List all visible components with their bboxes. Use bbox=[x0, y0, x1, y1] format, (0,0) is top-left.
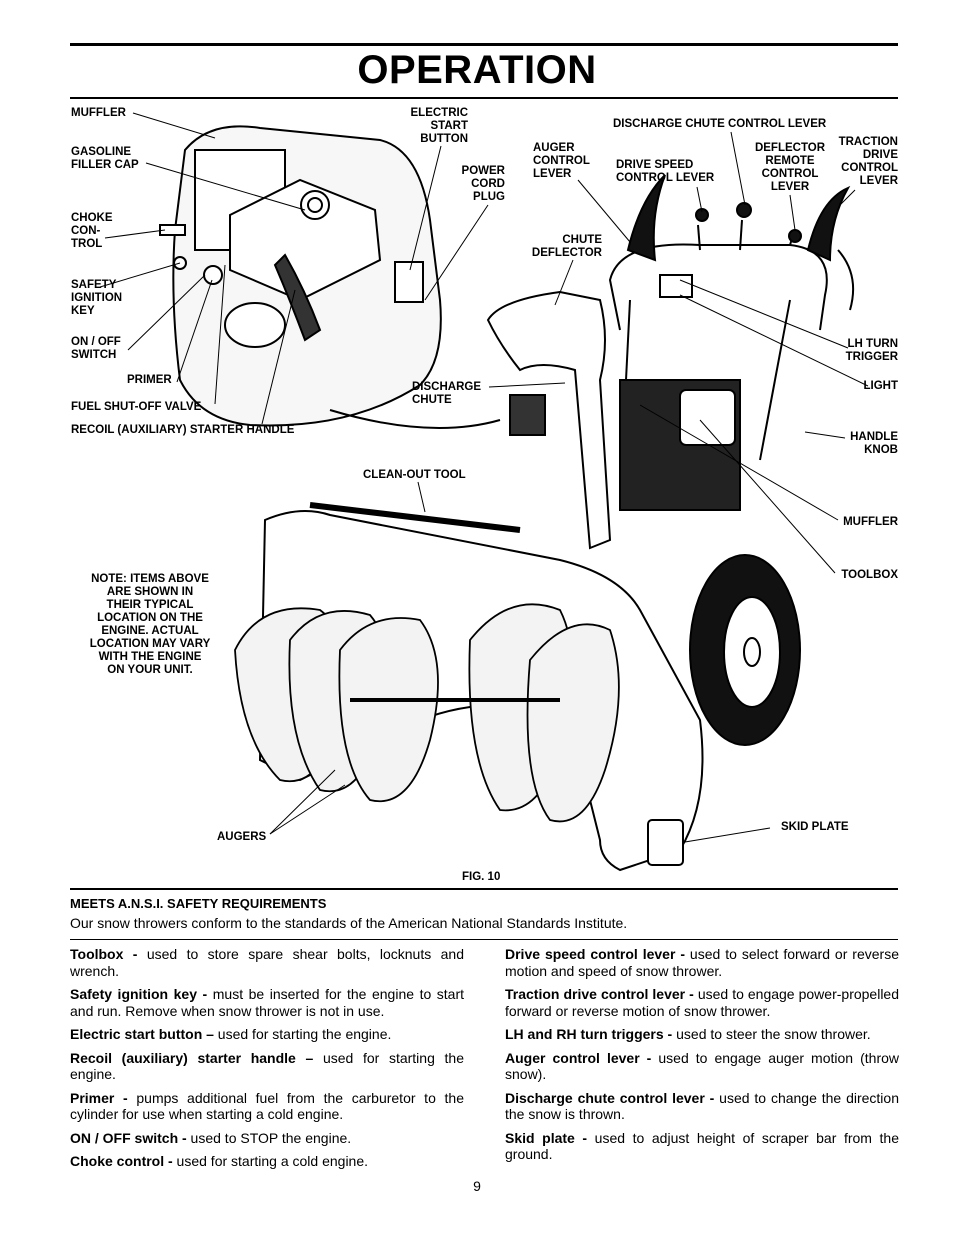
rh-handle-grip bbox=[806, 185, 851, 262]
definition-desc: used for starting the engine. bbox=[213, 1026, 392, 1042]
label-electric-start-button: ELECTRIC START BUTTON bbox=[410, 107, 469, 145]
augers-shape bbox=[234, 603, 620, 823]
definition-desc: used to store spare shear bolts, locknut… bbox=[70, 946, 464, 979]
clean-out-tool-shape bbox=[309, 502, 521, 533]
title-underline bbox=[70, 97, 898, 99]
definition-term: LH and RH turn triggers - bbox=[505, 1026, 673, 1042]
definition-desc: used to engage auger motion (throw snow)… bbox=[505, 1049, 899, 1083]
definition-desc: used to adjust height of scraper bar fro… bbox=[505, 1129, 899, 1163]
left-definitions-column: Toolbox - used to store spare shear bolt… bbox=[70, 946, 464, 1177]
definition-item: Electric start button – used for startin… bbox=[70, 1026, 464, 1043]
label-muffler-right: MUFFLER bbox=[843, 516, 898, 528]
skid-plate-shape bbox=[647, 819, 684, 866]
label-recoil-starter-handle: RECOIL (AUXILIARY) STARTER HANDLE bbox=[71, 424, 295, 436]
definition-term: Traction drive control lever - bbox=[505, 986, 694, 1002]
label-augers: AUGERS bbox=[217, 831, 267, 843]
lh-handle-grip bbox=[626, 174, 666, 262]
definition-desc: pumps additional fuel from the carbureto… bbox=[70, 1089, 464, 1123]
figure-note: NOTE: ITEMS ABOVE ARE SHOWN IN THEIR TYP… bbox=[89, 573, 211, 676]
definition-term: Discharge chute control lever - bbox=[505, 1089, 715, 1106]
definition-desc: used for starting the engine. bbox=[70, 1049, 464, 1083]
discharge-chute-shape bbox=[486, 290, 612, 550]
definition-desc: used to STOP the engine. bbox=[186, 1129, 352, 1146]
label-power-cord-plug: POWER CORD PLUG bbox=[461, 165, 505, 203]
callout-tail bbox=[329, 409, 501, 429]
label-choke-control: CHOKE CON- TROL bbox=[71, 212, 113, 250]
label-deflector-remote-control-lever: DEFLECTOR REMOTE CONTROL LEVER bbox=[754, 142, 826, 193]
definition-item: Toolbox - used to store spare shear bolt… bbox=[70, 946, 464, 979]
definition-term: Choke control - bbox=[70, 1153, 173, 1169]
definition-term: ON / OFF switch - bbox=[70, 1129, 187, 1146]
label-discharge-chute: DISCHARGE CHUTE bbox=[412, 381, 482, 406]
definition-item: Recoil (auxiliary) starter handle – used… bbox=[70, 1050, 464, 1083]
definition-item: LH and RH turn triggers - used to steer … bbox=[505, 1026, 899, 1043]
definition-desc: used for starting a cold engine. bbox=[172, 1153, 369, 1169]
right-definitions-column: Drive speed control lever - used to sele… bbox=[505, 946, 899, 1170]
figure-caption: FIG. 10 bbox=[462, 871, 501, 883]
label-safety-ignition-key: SAFETY IGNITION KEY bbox=[71, 279, 123, 317]
label-toolbox: TOOLBOX bbox=[841, 569, 898, 581]
page-number: 9 bbox=[473, 1178, 481, 1194]
definition-item: Drive speed control lever - used to sele… bbox=[505, 946, 899, 979]
definition-item: Safety ignition key - must be inserted f… bbox=[70, 986, 464, 1019]
definition-term: Auger control lever - bbox=[505, 1049, 652, 1066]
label-light: LIGHT bbox=[863, 380, 899, 392]
definition-term: Safety ignition key - bbox=[70, 986, 208, 1002]
definition-item: Primer - pumps additional fuel from the … bbox=[70, 1090, 464, 1123]
figure-bottom-rule bbox=[70, 888, 898, 890]
label-chute-deflector: CHUTE DEFLECTOR bbox=[531, 234, 602, 259]
label-gasoline-filler-cap: GASOLINE FILLER CAP bbox=[71, 146, 139, 171]
definition-term: Toolbox - bbox=[70, 946, 138, 962]
definition-desc: used to select forward or reverse motion… bbox=[505, 946, 899, 979]
label-muffler-top: MUFFLER bbox=[71, 107, 126, 119]
label-primer: PRIMER bbox=[127, 374, 172, 386]
definition-term: Drive speed control lever - bbox=[505, 946, 685, 962]
definition-desc: must be inserted for the engine to start… bbox=[70, 986, 465, 1019]
label-fuel-shutoff-valve: FUEL SHUT-OFF VALVE bbox=[71, 401, 202, 413]
definition-item: Traction drive control lever - used to e… bbox=[505, 986, 899, 1019]
definition-item: ON / OFF switch - used to STOP the engin… bbox=[70, 1130, 464, 1147]
leader-lines bbox=[99, 112, 869, 843]
label-skid-plate: SKID PLATE bbox=[781, 821, 849, 833]
label-traction-drive-control-lever: TRACTION DRIVE CONTROL LEVER bbox=[838, 136, 898, 187]
definition-term: Primer - bbox=[70, 1089, 128, 1106]
engine-icon bbox=[159, 149, 424, 348]
definition-term: Electric start button – bbox=[70, 1026, 214, 1042]
wheel-shape bbox=[689, 554, 801, 746]
label-lh-turn-trigger: LH TURN TRIGGER bbox=[845, 338, 898, 363]
definition-item: Discharge chute control lever - used to … bbox=[505, 1090, 899, 1123]
label-auger-control-lever: AUGER CONTROL LEVER bbox=[533, 142, 590, 180]
definition-term: Recoil (auxiliary) starter handle – bbox=[70, 1049, 314, 1066]
label-drive-speed-control-lever: DRIVE SPEED CONTROL LEVER bbox=[616, 159, 715, 184]
label-on-off-switch: ON / OFF SWITCH bbox=[71, 336, 121, 361]
label-clean-out-tool: CLEAN-OUT TOOL bbox=[363, 469, 466, 481]
ansi-bottom-rule bbox=[70, 939, 898, 940]
machine-engine bbox=[509, 379, 741, 511]
ansi-text: Our snow throwers conform to the standar… bbox=[70, 915, 628, 931]
definition-desc: used to engage power-propelled forward o… bbox=[505, 986, 900, 1019]
definition-term: Skid plate - bbox=[505, 1129, 588, 1146]
ansi-heading: MEETS A.N.S.I. SAFETY REQUIREMENTS bbox=[70, 896, 327, 911]
definition-item: Skid plate - used to adjust height of sc… bbox=[505, 1130, 899, 1163]
label-handle-knob: HANDLE KNOB bbox=[850, 431, 898, 456]
definition-desc: used to change the direction the snow is… bbox=[505, 1089, 899, 1123]
label-discharge-chute-control-lever: DISCHARGE CHUTE CONTROL LEVER bbox=[613, 118, 827, 130]
page-title: OPERATION bbox=[357, 48, 597, 92]
snow-thrower-illustration bbox=[99, 112, 869, 872]
definition-desc: used to steer the snow thrower. bbox=[672, 1026, 871, 1042]
definition-item: Auger control lever - used to engage aug… bbox=[505, 1050, 899, 1083]
top-rule bbox=[70, 43, 898, 46]
definition-item: Choke control - used for starting a cold… bbox=[70, 1153, 464, 1170]
handle-assembly bbox=[608, 174, 855, 501]
